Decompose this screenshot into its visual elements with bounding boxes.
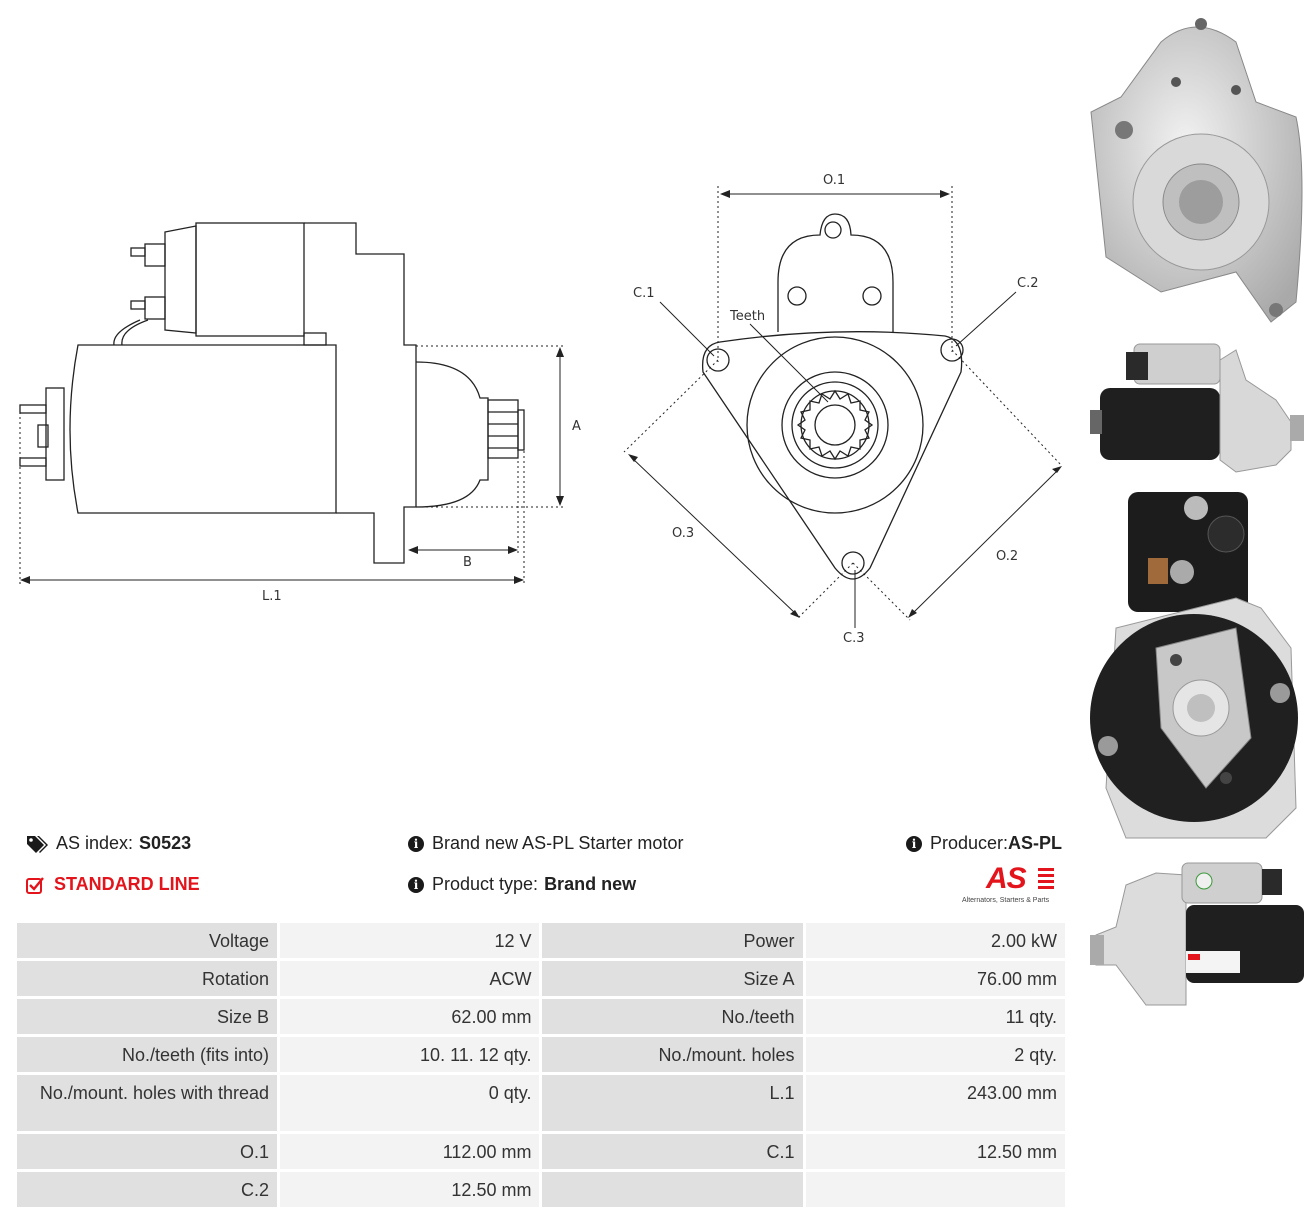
spec-value-cell: 62.00 mm bbox=[280, 999, 540, 1034]
standard-line-row: STANDARD LINE bbox=[26, 874, 200, 895]
dim-label-b: B bbox=[463, 555, 472, 570]
spec-label-cell: No./teeth (fits into) bbox=[17, 1037, 278, 1072]
spec-label-cell: C.1 bbox=[542, 1134, 803, 1169]
spec-value-cell: 76.00 mm bbox=[805, 961, 1065, 996]
logo-tagline: Alternators, Starters & Parts bbox=[962, 897, 1050, 904]
dim-label-o3: O.3 bbox=[672, 526, 694, 541]
producer-row: i Producer: AS-PL bbox=[906, 833, 1062, 854]
spec-value-cell: ACW bbox=[280, 961, 540, 996]
as-index-label: AS index: bbox=[56, 833, 134, 853]
spec-label-cell: Size B bbox=[17, 999, 278, 1034]
spec-label-cell: Size A bbox=[542, 961, 803, 996]
photo-side-view[interactable] bbox=[1086, 340, 1306, 480]
spec-label-cell: C.2 bbox=[17, 1172, 278, 1207]
dim-label-a: A bbox=[572, 419, 581, 434]
dim-label-c1: C.1 bbox=[633, 286, 654, 301]
spec-value-cell: 10. 11. 12 qty. bbox=[280, 1037, 540, 1072]
info-icon: i bbox=[408, 876, 424, 893]
table-row: No./teeth (fits into)10. 11. 12 qty.No./… bbox=[17, 1037, 1065, 1072]
spec-label-cell: No./mount. holes bbox=[542, 1037, 803, 1072]
checkbox-checked-icon bbox=[26, 876, 44, 894]
spec-value-cell: 12.50 mm bbox=[280, 1172, 540, 1207]
dim-label-l1: L.1 bbox=[262, 589, 282, 604]
spec-label-cell: Power bbox=[542, 923, 803, 958]
spec-value-cell bbox=[805, 1172, 1065, 1207]
as-index-row: AS index: S0523 bbox=[26, 833, 191, 854]
spec-label-cell bbox=[542, 1172, 803, 1207]
logo-mark: AS bbox=[986, 862, 1027, 895]
side-view-drawing: A B L.1 bbox=[19, 222, 581, 604]
info-icon: i bbox=[408, 835, 424, 852]
spec-label-cell: Voltage bbox=[17, 923, 278, 958]
as-index-value: S0523 bbox=[139, 833, 192, 853]
producer-value: AS-PL bbox=[1008, 833, 1063, 853]
spec-value-cell: 12.50 mm bbox=[805, 1134, 1065, 1169]
spec-value-cell: 2.00 kW bbox=[805, 923, 1065, 958]
spec-label-cell: L.1 bbox=[542, 1075, 803, 1131]
producer-label: Producer: bbox=[930, 833, 1009, 853]
photo-rear-view[interactable] bbox=[1086, 488, 1308, 848]
dim-label-o2: O.2 bbox=[996, 549, 1018, 564]
spec-value-cell: 112.00 mm bbox=[280, 1134, 540, 1169]
spec-value-cell: 0 qty. bbox=[280, 1075, 540, 1131]
tags-icon bbox=[27, 835, 48, 853]
product-type-label: Product type: bbox=[432, 874, 539, 894]
dim-label-c3: C.3 bbox=[843, 631, 864, 646]
logo-stripes bbox=[1038, 868, 1054, 890]
description-row: i Brand new AS-PL Starter motor bbox=[408, 833, 683, 854]
dim-label-o1: O.1 bbox=[823, 173, 845, 188]
spec-label-cell: Rotation bbox=[17, 961, 278, 996]
spec-label-cell: No./mount. holes with thread bbox=[17, 1075, 278, 1131]
photo-front-view[interactable] bbox=[1086, 12, 1308, 332]
spec-value-cell: 243.00 mm bbox=[805, 1075, 1065, 1131]
producer-logo: AS Alternators, Starters & Parts bbox=[962, 864, 1068, 910]
product-type-value: Brand new bbox=[544, 874, 637, 894]
spec-value-cell: 12 V bbox=[280, 923, 540, 958]
spec-label-cell: O.1 bbox=[17, 1134, 278, 1169]
spec-value-cell: 11 qty. bbox=[805, 999, 1065, 1034]
product-type-row: i Product type: Brand new bbox=[408, 874, 636, 895]
spec-value-cell: 2 qty. bbox=[805, 1037, 1065, 1072]
photo-label-view[interactable] bbox=[1086, 855, 1308, 1015]
standard-line-label: STANDARD LINE bbox=[54, 874, 200, 894]
info-icon: i bbox=[906, 835, 922, 852]
product-description: Brand new AS-PL Starter motor bbox=[432, 833, 684, 853]
dim-label-c2: C.2 bbox=[1017, 276, 1038, 291]
dim-label-teeth: Teeth bbox=[729, 309, 765, 324]
spec-label-cell: No./teeth bbox=[542, 999, 803, 1034]
